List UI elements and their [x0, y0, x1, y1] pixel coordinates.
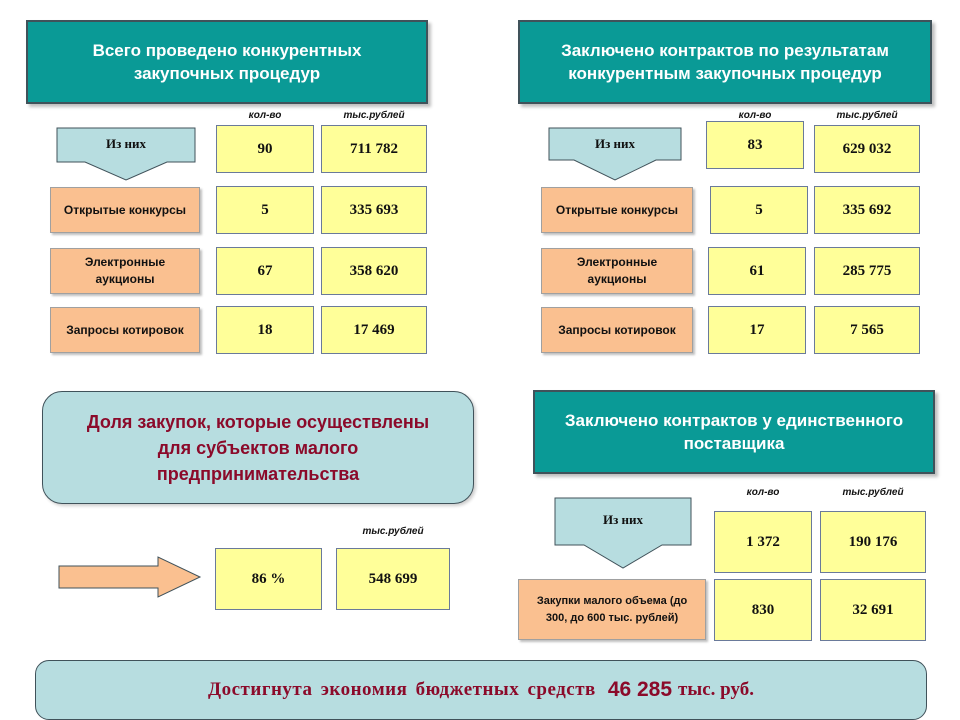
- left-row-sum: 335 693: [321, 186, 427, 234]
- right-col-qty-header: кол-во: [738, 110, 772, 121]
- left-row-qty: 5: [216, 186, 314, 234]
- left-col-qty-header: кол-во: [248, 110, 282, 121]
- savings-unit: тыс. руб.: [678, 679, 754, 700]
- right-row-sum: 285 775: [814, 247, 920, 295]
- small-business-percent: 86 %: [215, 548, 322, 610]
- single-supplier-row-label: Закупки малого объема (до 300, до 600 ты…: [518, 579, 706, 640]
- single-supplier-title-box: Заключено контрактов у единственного пос…: [533, 390, 935, 474]
- right-down-arrow-icon: [548, 127, 682, 181]
- single-supplier-row-sum: 32 691: [820, 579, 926, 641]
- single-supplier-title: Заключено контрактов у единственного пос…: [564, 411, 904, 453]
- left-row-label: Электронные аукционы: [50, 248, 200, 294]
- savings-amount: 46 285: [607, 678, 673, 701]
- small-business-title: Доля закупок, которые осуществлены для с…: [86, 411, 430, 484]
- right-row-qty: 17: [708, 306, 806, 354]
- single-supplier-arrow-label: Из них: [602, 512, 644, 527]
- left-row-sum: 358 620: [321, 247, 427, 295]
- right-total-qty: 83: [706, 121, 804, 169]
- single-supplier-col-sum-header: тыс.рублей: [842, 487, 904, 498]
- left-row-qty: 67: [216, 247, 314, 295]
- right-col-sum-header: тыс.рублей: [836, 110, 898, 121]
- left-title: Всего проведено конкурентных закупочных …: [92, 41, 362, 83]
- left-total-sum: 711 782: [321, 125, 427, 173]
- left-row-label: Открытые конкурсы: [50, 187, 200, 233]
- single-supplier-total-qty: 1 372: [714, 511, 812, 573]
- savings-banner: Достигнута экономия бюджетных средств 46…: [35, 660, 927, 720]
- small-business-col-sum-header: тыс.рублей: [362, 526, 424, 537]
- left-total-qty: 90: [216, 125, 314, 173]
- right-row-qty: 5: [710, 186, 808, 234]
- left-row-sum: 17 469: [321, 306, 427, 354]
- right-row-label: Электронные аукционы: [541, 248, 693, 294]
- left-down-arrow-icon: [56, 127, 196, 181]
- left-row-label: Запросы котировок: [50, 307, 200, 353]
- right-title-box: Заключено контрактов по результатам конк…: [518, 20, 932, 104]
- single-supplier-col-qty-header: кол-во: [746, 487, 780, 498]
- small-business-box: Доля закупок, которые осуществлены для с…: [42, 391, 474, 504]
- right-arrow-icon: [58, 556, 202, 598]
- right-row-sum: 335 692: [814, 186, 920, 234]
- right-row-label: Запросы котировок: [541, 307, 693, 353]
- left-col-sum-header: тыс.рублей: [343, 110, 405, 121]
- single-supplier-row-qty: 830: [714, 579, 812, 641]
- right-arrow-label: Из них: [594, 136, 636, 151]
- small-business-sum: 548 699: [336, 548, 450, 610]
- left-title-box: Всего проведено конкурентных закупочных …: [26, 20, 428, 104]
- savings-text: Достигнута экономия бюджетных средств: [208, 679, 596, 700]
- single-supplier-total-sum: 190 176: [820, 511, 926, 573]
- left-row-qty: 18: [216, 306, 314, 354]
- right-total-sum: 629 032: [814, 125, 920, 173]
- single-supplier-down-arrow-icon: [554, 497, 692, 569]
- right-title: Заключено контрактов по результатам конк…: [561, 41, 889, 83]
- right-row-label: Открытые конкурсы: [541, 187, 693, 233]
- right-row-sum: 7 565: [814, 306, 920, 354]
- right-row-qty: 61: [708, 247, 806, 295]
- left-arrow-label: Из них: [105, 136, 147, 151]
